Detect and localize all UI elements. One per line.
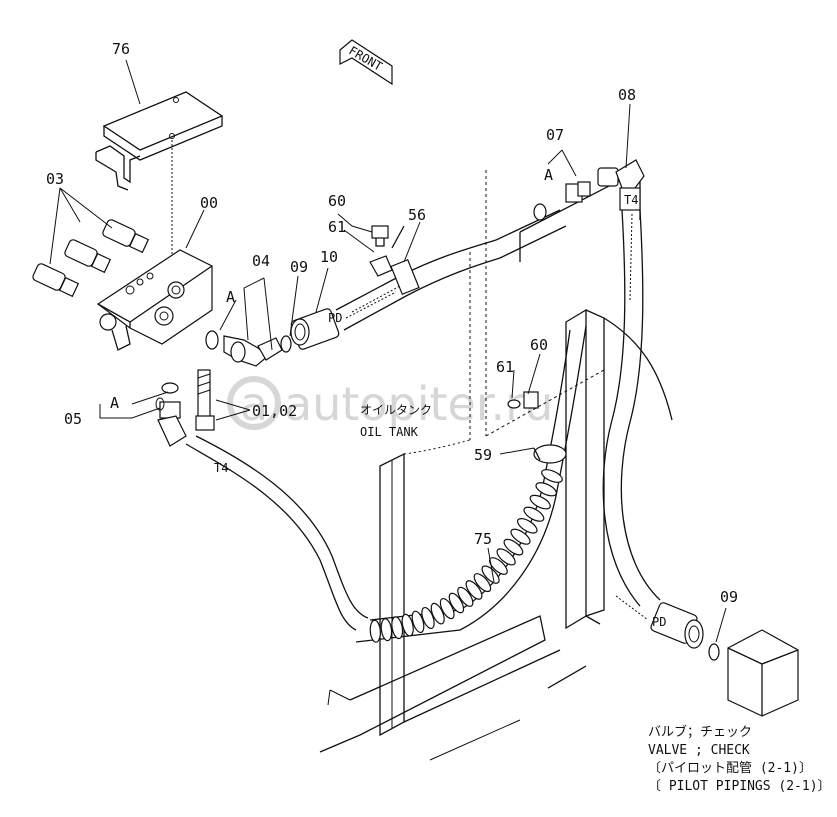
oil-tank-label: オイルタンク OIL TANK [360, 403, 432, 439]
bolts-01-02 [195, 369, 215, 431]
bolt-60-top [371, 225, 389, 247]
label-07: 07 [546, 126, 564, 144]
check-valve-00 [96, 249, 213, 351]
oring-09-right [708, 643, 720, 661]
guard-ring [503, 538, 524, 556]
elbow-04 [205, 330, 283, 367]
guard-ring [439, 598, 455, 620]
adapter-07 [533, 149, 591, 221]
label-a-3: A [544, 166, 553, 184]
label-01-02: 01,02 [252, 402, 297, 420]
front-label: FRONT [346, 43, 384, 73]
guard-ring [421, 606, 435, 630]
plugs-03 [32, 187, 150, 298]
label-75: 75 [474, 530, 492, 548]
label-10: 10 [320, 248, 338, 266]
hose-fitting-right [650, 602, 704, 649]
connector-05 [155, 382, 187, 447]
guard-ring [529, 494, 551, 510]
label-a-2: A [110, 394, 119, 412]
oil-tank-label-en: OIL TANK [360, 425, 419, 439]
leader-lines [99, 59, 727, 643]
label-59: 59 [474, 446, 492, 464]
label-00: 00 [200, 194, 218, 212]
oil-tank-label-jp: オイルタンク [360, 403, 432, 417]
guard-ring [510, 528, 531, 545]
clamp-59 [533, 444, 567, 464]
clamp-56 [369, 225, 405, 277]
svg-text:a: a [240, 377, 268, 431]
guard-ring [465, 580, 483, 600]
label-09-right: 09 [720, 588, 738, 606]
label-60-top: 60 [328, 192, 346, 210]
label-09-left: 09 [290, 258, 308, 276]
guard-ring [481, 565, 500, 584]
guard-ring [401, 613, 414, 637]
hose-mark-pd-right: PD [652, 615, 666, 629]
hose-fitting-10 [290, 308, 340, 350]
guard-ring [473, 573, 492, 593]
guard-ring [496, 548, 516, 566]
guard-ring [457, 586, 474, 607]
label-61-mid: 61 [496, 358, 514, 376]
oring-09-left [280, 335, 292, 353]
caption-line-1: バルブ；チェック [648, 724, 752, 740]
hose-upper [335, 209, 567, 331]
guard-ring [411, 610, 425, 634]
hose-mark-t4-bottom: T4 [214, 461, 228, 475]
hose-mark-t4-top: T4 [624, 193, 638, 207]
plug-bottom [32, 263, 80, 298]
plug-middle [64, 239, 112, 274]
guard-ring [535, 482, 557, 497]
bracket-76 [95, 91, 224, 280]
hose-lower [185, 325, 587, 643]
label-05: 05 [64, 410, 82, 428]
guard-ring [391, 616, 404, 640]
label-a-1: A [226, 288, 235, 306]
guard-ring [541, 469, 563, 483]
caption: バルブ；チェック VALVE ; CHECK 〔パイロット配管 (2-1)〕 〔… [648, 724, 831, 794]
front-arrow: FRONT [339, 39, 393, 86]
guard-ring [448, 592, 465, 614]
hose-mark-pd-left: PD [328, 311, 342, 325]
bolt-60-mid [507, 391, 539, 409]
caption-line-2: VALVE ; CHECK [648, 743, 750, 758]
label-61-top: 61 [328, 218, 346, 236]
label-03: 03 [46, 170, 64, 188]
guard-ring [380, 618, 393, 642]
plug-top [102, 219, 150, 254]
label-60-mid: 60 [530, 336, 548, 354]
caption-line-4: 〔 PILOT PIPINGS (2-1)〕 [648, 779, 831, 794]
guard-ring [430, 602, 445, 625]
spiral-guard-75 [369, 469, 563, 643]
part-labels: 76 00 03 04 09 10 60 61 56 07 08 05 01,0… [46, 40, 738, 629]
guard-ring [516, 518, 538, 534]
label-56: 56 [408, 206, 426, 224]
hose-right [602, 209, 661, 621]
check-valve-block [727, 629, 799, 717]
caption-line-3: 〔パイロット配管 (2-1)〕 [648, 761, 812, 776]
guard-ring [369, 619, 381, 643]
oil-tank-frame [319, 168, 673, 761]
guard-ring [523, 506, 545, 522]
label-04: 04 [252, 252, 270, 270]
label-76: 76 [112, 40, 130, 58]
elbow-08 [597, 159, 645, 211]
label-08: 08 [618, 86, 636, 104]
